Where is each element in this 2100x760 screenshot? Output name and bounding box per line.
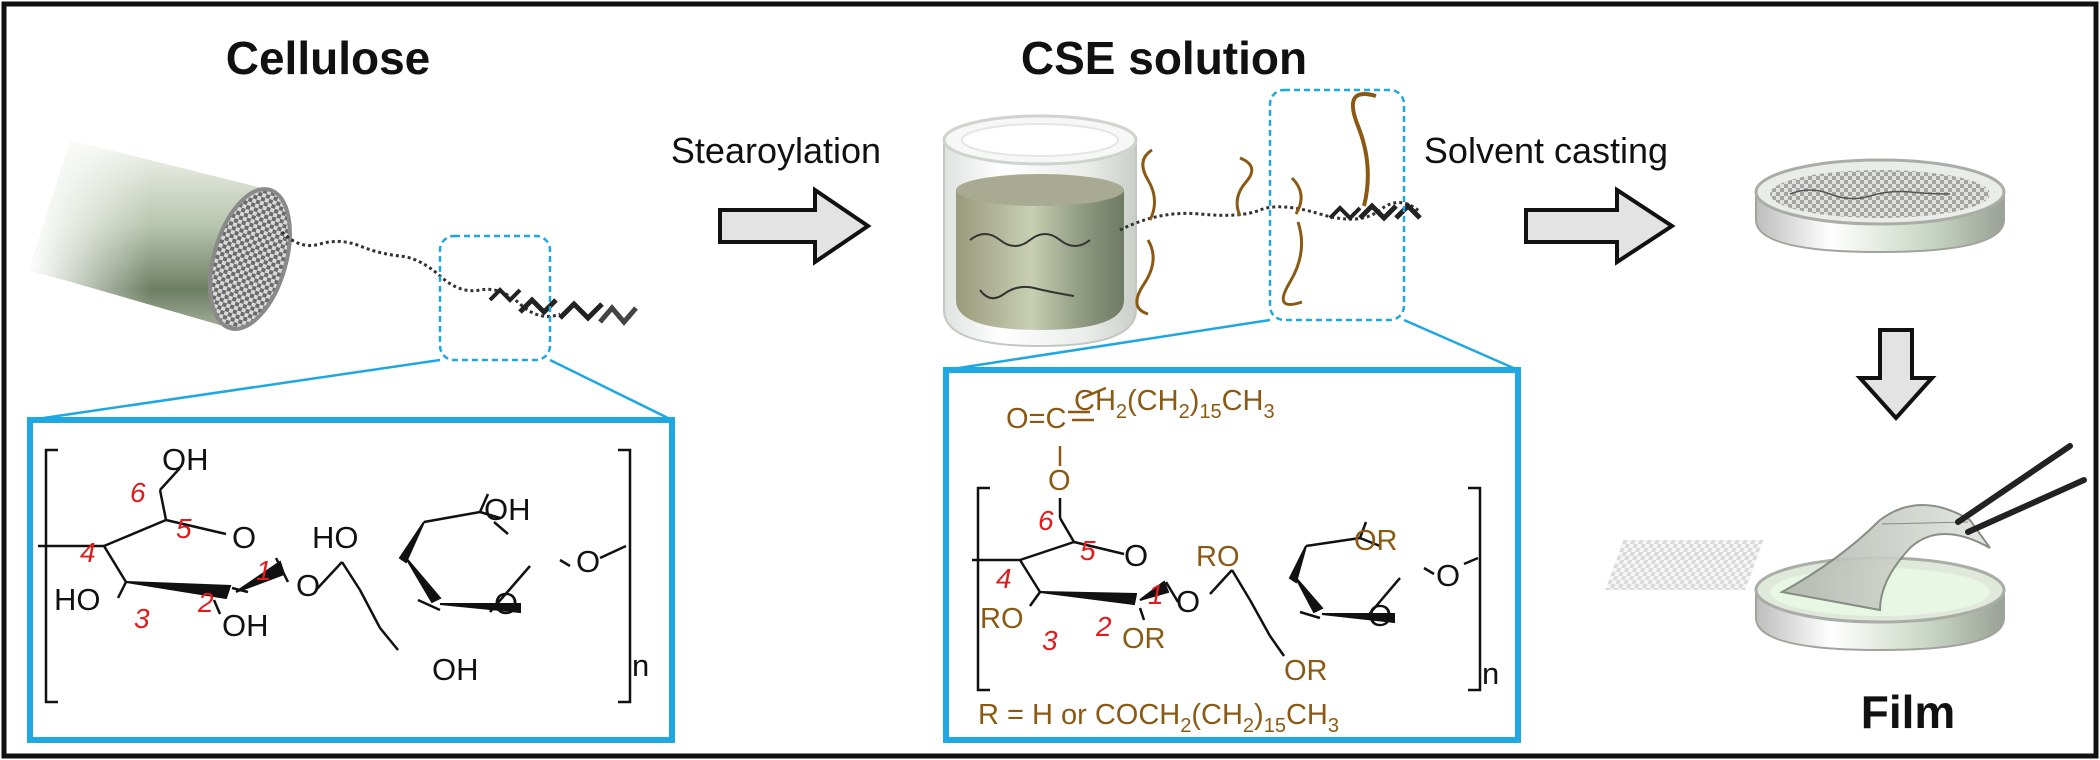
cse-ring-o2: O xyxy=(1368,598,1392,633)
cse-structure-bonds xyxy=(972,486,1482,692)
cellulose-ring-o1: O xyxy=(232,520,256,555)
cellulose-pos-2: 2 xyxy=(197,587,214,618)
cse-pos-4: 4 xyxy=(996,563,1012,594)
cellulose-pos-1: 1 xyxy=(256,555,272,586)
cellulose-title: Cellulose xyxy=(226,32,431,84)
cse-structure-box xyxy=(943,367,1521,743)
cellulose-glyco-o: O xyxy=(296,568,320,603)
cellulose-oh-c2: OH xyxy=(222,608,269,643)
cellulose-ho-left: HO xyxy=(54,582,101,617)
cse-ring-o1: O xyxy=(1124,538,1148,573)
cse-chain-icon xyxy=(1119,201,1422,232)
cse-or-top: OR xyxy=(1354,525,1398,557)
cellulose-oh-bottom: OH xyxy=(432,652,479,687)
cse-pos-6: 6 xyxy=(1038,505,1054,536)
fiber-cylinder-icon xyxy=(30,140,292,331)
petri-dish-icon xyxy=(1754,158,2006,254)
film-peel-icon xyxy=(1605,504,1991,612)
arrow-down-icon xyxy=(1855,328,1937,421)
cse-ro-c3: RO xyxy=(980,603,1024,635)
tweezers-icon xyxy=(1955,443,2087,535)
cellulose-oh-right-top: OH xyxy=(484,492,531,527)
stearoyl-chain-icon xyxy=(1135,92,1377,316)
cellulose-end-o: O xyxy=(576,544,600,579)
cse-pos-2: 2 xyxy=(1095,611,1112,642)
cellulose-ring-o2: O xyxy=(494,586,518,621)
cellulose-zoom-lines xyxy=(29,358,673,422)
cse-structure-wedges xyxy=(1039,545,1395,624)
cse-pos-5: 5 xyxy=(1080,535,1096,566)
cse-end-o: O xyxy=(1436,558,1460,593)
vial-icon xyxy=(942,114,1138,348)
cellulose-structure-wedges xyxy=(125,521,521,614)
cellulose-structure-bonds xyxy=(38,448,632,704)
cellulose-ho-right: HO xyxy=(312,520,359,555)
cellulose-pos-3: 3 xyxy=(134,603,150,634)
cellulose-zoom-marker xyxy=(438,234,552,362)
arrow-right-icon xyxy=(718,186,872,266)
cse-ester-bonds xyxy=(1058,386,1107,466)
solvent-casting-label: Solvent casting xyxy=(1424,130,1668,171)
cse-pos-1: 1 xyxy=(1148,579,1164,610)
cellulose-pos-5: 5 xyxy=(176,513,192,544)
cellulose-chain-icon xyxy=(280,230,638,326)
stearoylation-label: Stearoylation xyxy=(671,130,881,171)
film-title: Film xyxy=(1861,686,1956,738)
cse-zoom-marker xyxy=(1268,88,1406,322)
cellulose-pos-6: 6 xyxy=(130,477,146,508)
cse-chain-top: CH2(CH2)15CH3 xyxy=(1074,385,1275,423)
cse-or-c2: OR xyxy=(1122,623,1166,655)
cellulose-oh-top: OH xyxy=(162,442,209,477)
cse-or-bottom: OR xyxy=(1284,655,1328,687)
cse-glyco-o: O xyxy=(1176,584,1200,619)
cse-ro-left: RO xyxy=(1196,541,1240,573)
cse-repeat-n: n xyxy=(1482,656,1499,691)
cse-pos-3: 3 xyxy=(1042,625,1058,656)
cse-ester-o: O xyxy=(1048,465,1071,497)
arrow-right-icon xyxy=(1524,186,1676,266)
cse-carbonyl: O=C xyxy=(1006,403,1066,435)
cse-solution-title: CSE solution xyxy=(1021,32,1307,84)
cellulose-pos-4: 4 xyxy=(80,537,96,568)
cellulose-repeat-n: n xyxy=(632,648,649,683)
cellulose-structure-box xyxy=(27,417,675,743)
cse-zoom-lines xyxy=(945,318,1519,372)
